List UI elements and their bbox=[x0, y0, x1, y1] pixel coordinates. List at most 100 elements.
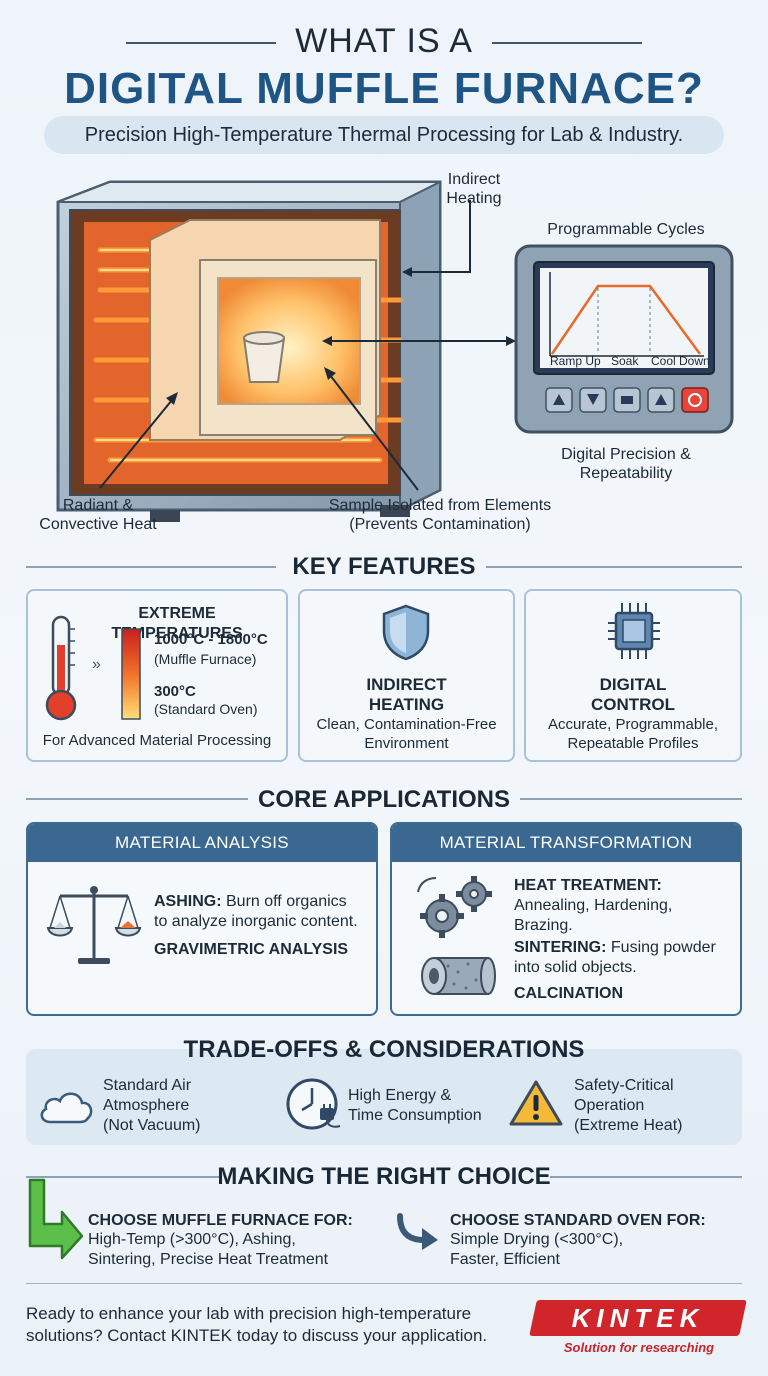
chevrons-icon: » bbox=[92, 656, 101, 673]
heat-treatment-text: HEAT TREATMENT: Annealing, Hardening, Br… bbox=[514, 876, 740, 936]
green-arrow-icon bbox=[28, 1178, 84, 1260]
muffle-choice-text: High-Temp (>300°C), Ashing, Sintering, P… bbox=[88, 1230, 388, 1270]
clock-plug-icon bbox=[286, 1078, 341, 1130]
material-transformation-box: MATERIAL TRANSFORMATION HEAT TREATMENT: … bbox=[390, 822, 742, 1016]
tradeoff-atmosphere: Standard Air Atmosphere (Not Vacuum) bbox=[103, 1076, 273, 1136]
muffle-range-label: (Muffle Furnace) bbox=[154, 651, 257, 667]
key-features-heading: KEY FEATURES bbox=[292, 553, 476, 580]
subtitle: Precision High-Temperature Thermal Proce… bbox=[44, 116, 724, 154]
tradeoff-safety-line3: (Extreme Heat) bbox=[574, 1117, 683, 1134]
graph-label-cool: Cool Down bbox=[651, 354, 710, 368]
label-sample-line2: (Prevents Contamination) bbox=[349, 516, 531, 533]
indirect-title-line2: HEATING bbox=[368, 695, 445, 714]
tradeoffs-heading: TRADE-OFFS & CONSIDERATIONS bbox=[183, 1036, 585, 1063]
digital-title-line1: DIGITAL bbox=[599, 675, 667, 694]
label-digital-precision: Digital Precision & Repeatability bbox=[516, 445, 736, 483]
extreme-title: EXTREME TEMPERATURES bbox=[111, 605, 243, 642]
thermometer-icon bbox=[45, 615, 77, 721]
digital-text-line1: Accurate, Programmable, bbox=[547, 716, 719, 733]
gravimetric-label: GRAVIMETRIC ANALYSIS bbox=[154, 941, 349, 958]
muffle-choice-title: CHOOSE MUFFLE FURNACE FOR: bbox=[88, 1212, 353, 1229]
tradeoff-safety-line1: Safety-Critical bbox=[574, 1077, 674, 1094]
extreme-footer: For Advanced Material Processing bbox=[42, 732, 272, 749]
ashing-text: ASHING: Burn off organics to analyze ino… bbox=[154, 892, 376, 932]
applications-rule-left bbox=[26, 798, 248, 800]
features-rule-left bbox=[26, 566, 276, 568]
label-programmable-cycles: Programmable Cycles bbox=[547, 221, 705, 238]
graph-label-ramp: Ramp Up bbox=[550, 354, 601, 368]
indirect-text: Clean, Contamination-Free Environment bbox=[300, 715, 513, 753]
ashing-text-line1: Burn off organics bbox=[221, 893, 347, 910]
muffle-choice-line2: Sintering, Precise Heat Treatment bbox=[88, 1251, 329, 1268]
tradeoff-atmosphere-line1: Standard Air bbox=[103, 1077, 192, 1094]
microchip-icon bbox=[608, 603, 660, 659]
footer-cta: Ready to enhance your lab with precision… bbox=[26, 1303, 536, 1347]
sintering-text: SINTERING: Fusing powder into solid obje… bbox=[514, 938, 740, 978]
shield-icon bbox=[382, 604, 430, 661]
furnace-illustration bbox=[56, 180, 734, 522]
material-transformation-header: MATERIAL TRANSFORMATION bbox=[392, 824, 740, 862]
choice-rule-right bbox=[550, 1176, 742, 1178]
graph-label-soak: Soak bbox=[611, 354, 639, 368]
feature-card-digital: DIGITAL CONTROL Accurate, Programmable, … bbox=[524, 589, 742, 762]
temperature-gradient-bar bbox=[121, 628, 141, 720]
feature-card-extreme: EXTREME TEMPERATURES » 1000°C - 1800°C (… bbox=[26, 589, 288, 762]
kintek-logo: KINTEK bbox=[571, 1302, 705, 1333]
sintered-cylinder-icon bbox=[421, 957, 496, 995]
ashing-label: ASHING: bbox=[154, 893, 222, 910]
label-digital-line1: Digital Precision & bbox=[561, 446, 691, 463]
indirect-title: INDIRECT HEATING bbox=[300, 675, 513, 715]
material-analysis-header: MATERIAL ANALYSIS bbox=[28, 824, 376, 862]
label-digital-line2: Repeatability bbox=[579, 465, 673, 482]
tradeoff-safety-line2: Operation bbox=[574, 1097, 645, 1114]
digital-text-line2: Repeatable Profiles bbox=[567, 735, 699, 752]
label-indirect-line1: Indirect bbox=[447, 171, 501, 188]
digital-text: Accurate, Programmable, Repeatable Profi… bbox=[526, 715, 740, 753]
label-sample-line1: Sample Isolated from Elements bbox=[328, 497, 552, 514]
oven-temp: 300°C bbox=[154, 683, 196, 700]
label-indirect-heating: Indirect Heating bbox=[424, 170, 524, 208]
choice-heading: MAKING THE RIGHT CHOICE bbox=[217, 1163, 551, 1190]
title-top: WHAT IS A bbox=[295, 22, 473, 60]
oven-choice-line2: Faster, Efficient bbox=[450, 1251, 560, 1268]
muffle-choice-line1: High-Temp (>300°C), Ashing, bbox=[88, 1231, 296, 1248]
feature-card-indirect: INDIRECT HEATING Clean, Contamination-Fr… bbox=[298, 589, 515, 762]
label-radiant-line1: Radiant & bbox=[62, 497, 134, 514]
footer-cta-line1: Ready to enhance your lab with precision… bbox=[26, 1304, 472, 1323]
tradeoff-safety: Safety-Critical Operation (Extreme Heat) bbox=[574, 1076, 734, 1136]
title-rule-right bbox=[492, 42, 642, 44]
gears-icon bbox=[417, 876, 492, 938]
tradeoff-energy-line2: Time Consumption bbox=[348, 1107, 482, 1124]
choice-rule-left bbox=[26, 1176, 222, 1178]
page-title: DIGITAL MUFFLE FURNACE? bbox=[64, 64, 704, 113]
sintering-label: SINTERING: bbox=[514, 939, 607, 956]
tradeoff-energy-line1: High Energy & bbox=[348, 1087, 452, 1104]
digital-title: DIGITAL CONTROL bbox=[526, 675, 740, 715]
tradeoff-atmosphere-line3: (Not Vacuum) bbox=[103, 1117, 201, 1134]
oven-choice-title: CHOOSE STANDARD OVEN FOR: bbox=[450, 1212, 706, 1229]
sintering-line1: Fusing powder bbox=[606, 939, 716, 956]
label-radiant-line2: Convective Heat bbox=[39, 516, 157, 533]
footer-rule bbox=[26, 1283, 742, 1284]
kintek-tagline: Solution for researching bbox=[563, 1340, 715, 1355]
heat-treatment-label: HEAT TREATMENT: bbox=[514, 877, 662, 894]
oven-temp-label: (Standard Oven) bbox=[154, 701, 258, 717]
balance-scale-icon bbox=[46, 886, 142, 964]
features-rule-right bbox=[486, 566, 742, 568]
applications-rule-right bbox=[520, 798, 742, 800]
ashing-text-line2: to analyze inorganic content. bbox=[154, 913, 358, 930]
footer-cta-line2: solutions? Contact KINTEK today to discu… bbox=[26, 1326, 488, 1345]
cloud-icon bbox=[40, 1092, 93, 1124]
title-rule-left bbox=[126, 42, 276, 44]
warning-icon bbox=[509, 1080, 563, 1126]
material-analysis-box: MATERIAL ANALYSIS ASHING: Burn off organ… bbox=[26, 822, 378, 1016]
oven-choice-text: Simple Drying (<300°C), Faster, Efficien… bbox=[450, 1230, 740, 1270]
sintering-line2: into solid objects. bbox=[514, 959, 637, 976]
digital-title-line2: CONTROL bbox=[590, 695, 676, 714]
tradeoff-energy: High Energy & Time Consumption bbox=[348, 1086, 508, 1126]
oven-choice-line1: Simple Drying (<300°C), bbox=[450, 1231, 624, 1248]
indirect-title-line1: INDIRECT bbox=[366, 675, 447, 694]
heat-treatment-line1: Annealing, Hardening, bbox=[514, 897, 673, 914]
calcination-label: CALCINATION bbox=[514, 985, 624, 1002]
core-applications-heading: CORE APPLICATIONS bbox=[257, 786, 510, 813]
